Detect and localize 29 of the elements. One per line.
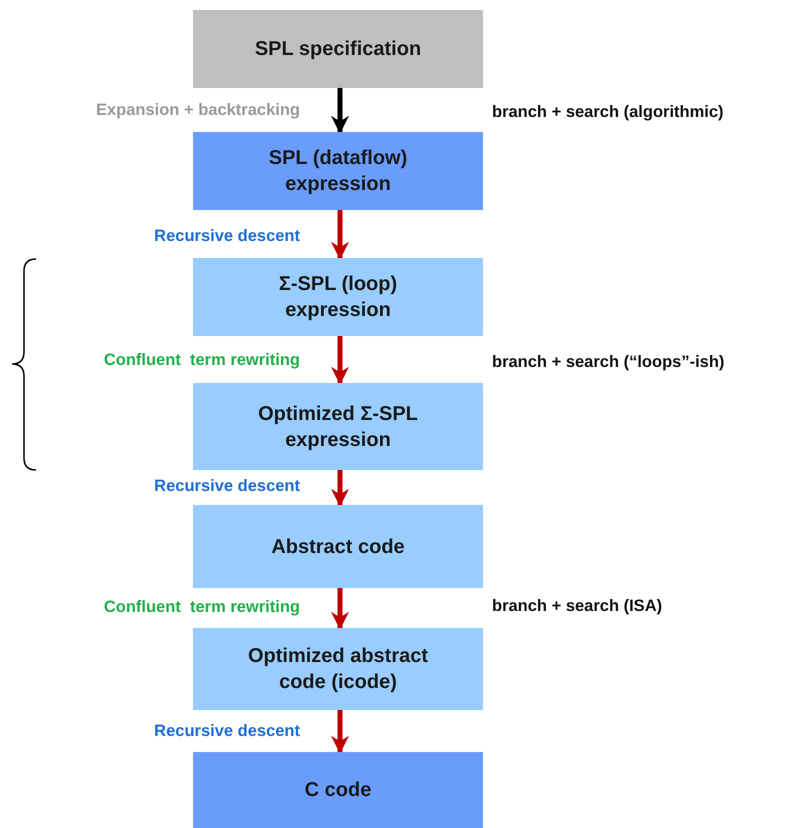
process-box (193, 10, 483, 88)
edge-label: Expansion + backtracking (96, 100, 300, 120)
arrow (331, 336, 349, 385)
arrow (331, 588, 349, 630)
annotation-text: branch + search (“loops”-ish) (492, 352, 724, 372)
edge-label: Confluent term rewriting (104, 350, 300, 370)
edge-label: Recursive descent (154, 226, 300, 246)
process-box (193, 258, 483, 336)
edge-label: Recursive descent (154, 721, 300, 741)
box-label: SPL (dataflow) expression (268, 146, 408, 197)
edge-label: Confluent term rewriting (104, 597, 300, 617)
annotation-text: branch + search (ISA) (492, 596, 662, 616)
process-box (193, 505, 483, 588)
box-label: Optimized abstract code (icode) (246, 644, 430, 695)
box-label: C code (304, 778, 372, 803)
arrow (331, 710, 349, 754)
process-box (193, 132, 483, 210)
process-box (193, 628, 483, 710)
arrow (331, 88, 349, 134)
arrow (331, 210, 349, 260)
process-box (193, 752, 483, 828)
box-label: Abstract code (271, 534, 405, 560)
process-box (193, 383, 483, 470)
edge-label: Recursive descent (154, 476, 300, 496)
box-label: SPL specification (254, 37, 422, 62)
box-label: Optimized Σ-SPL expression (257, 402, 419, 452)
annotation-text: branch + search (algorithmic) (492, 102, 724, 122)
box-label: Σ-SPL (loop) expression (278, 272, 398, 323)
arrow (331, 470, 349, 507)
